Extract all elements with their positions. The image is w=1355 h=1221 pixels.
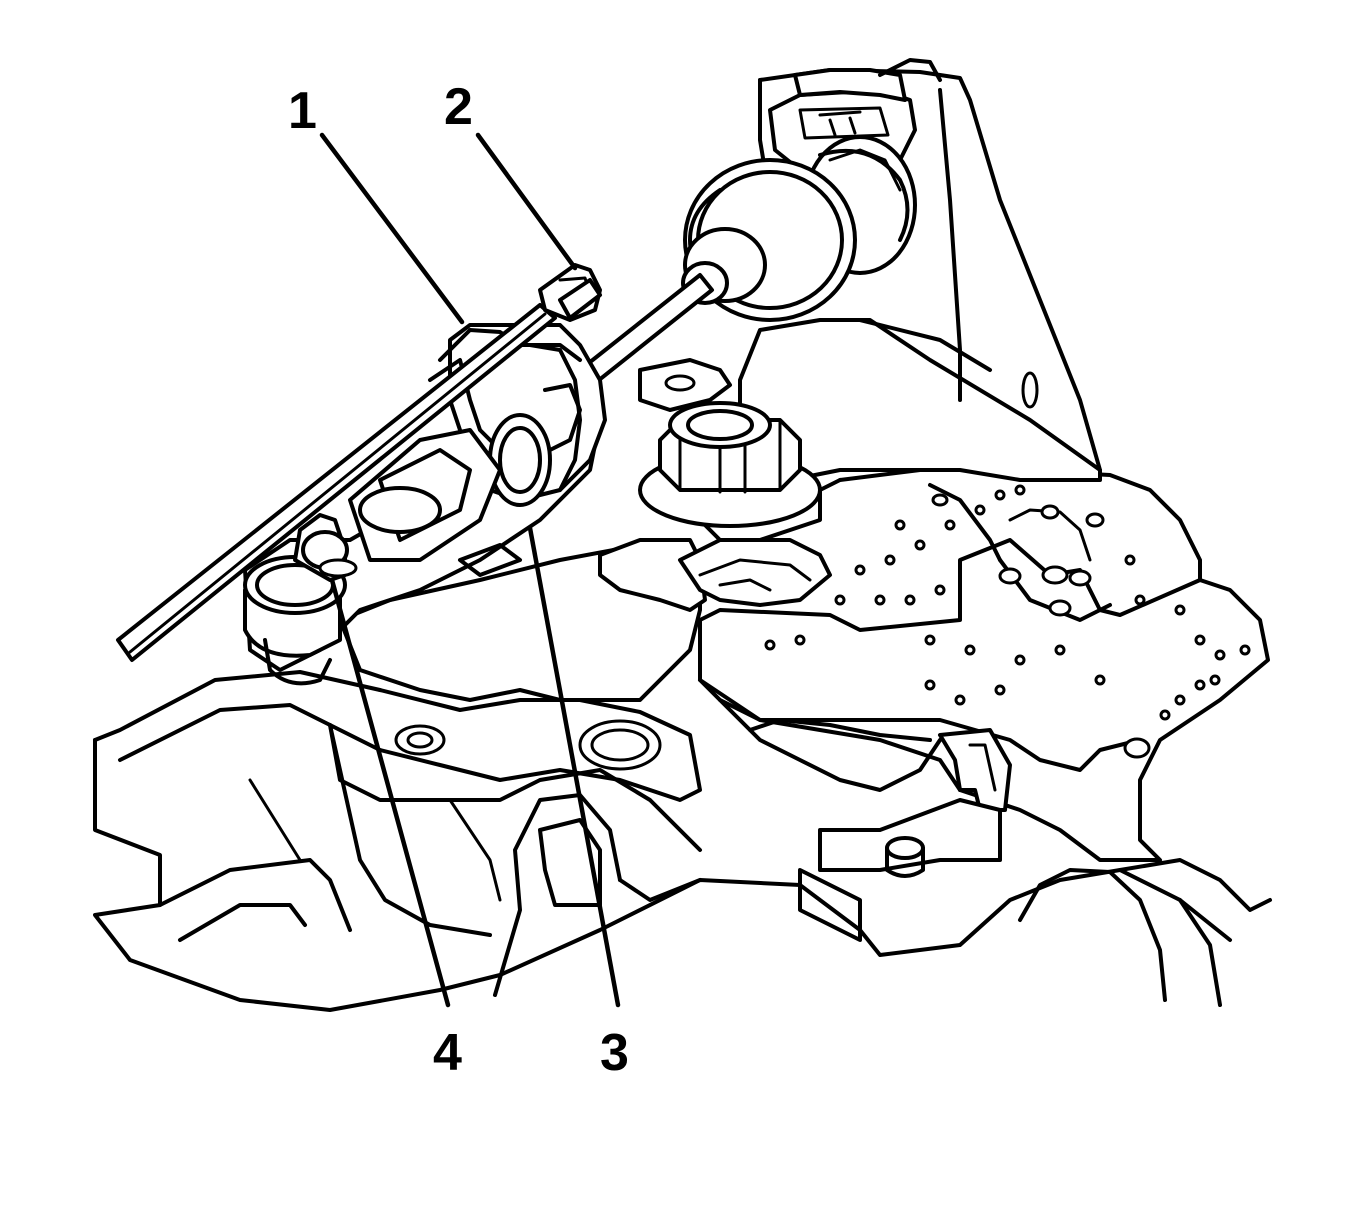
leader-lines: [319, 132, 621, 1008]
valve-body-plate: [698, 468, 1270, 862]
rear-bracket-housing: [738, 68, 1102, 482]
leader-1: [319, 132, 465, 325]
callout-4: 4: [433, 1024, 462, 1082]
removal-tool: [116, 263, 602, 662]
callout-3: 3: [600, 1024, 629, 1082]
callout-labels: 1 2 3 4: [288, 78, 629, 1082]
leader-2: [475, 132, 578, 271]
manual-shaft-nut: [638, 401, 822, 528]
callout-1: 1: [288, 82, 317, 140]
callout-2: 2: [444, 78, 473, 136]
leader-4: [329, 577, 451, 1008]
leader-3: [527, 525, 621, 1008]
bracket-slot: [1021, 371, 1039, 409]
transmission-case: [93, 670, 1272, 1012]
dust-boot: [681, 135, 917, 322]
retaining-clip: [718, 698, 1012, 942]
retainer-clip: [293, 513, 358, 582]
